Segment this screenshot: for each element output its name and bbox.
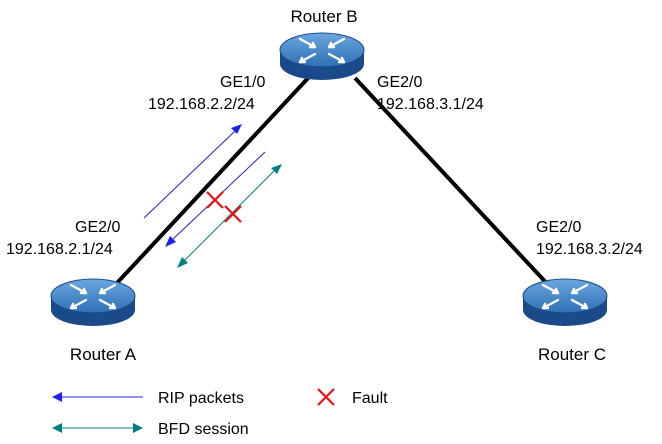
- legend-fault-label: Fault: [352, 390, 388, 407]
- legend-rip-label: RIP packets: [158, 390, 244, 407]
- legend-fault-icon: [317, 388, 335, 406]
- router-b-badge: ROUTER: [310, 85, 333, 91]
- router-b-ge2-port: GE2/0: [377, 74, 422, 91]
- router-c-ge2-ip: 192.168.3.2/24: [536, 241, 643, 258]
- link-a-b: [101, 74, 312, 300]
- legend-bfd-arrow-icon: [52, 423, 143, 433]
- router-b-ge1-port: GE1/0: [220, 74, 265, 91]
- fault-x-icon: [206, 191, 224, 209]
- router-c-ge2-port: GE2/0: [536, 219, 581, 236]
- router-a-label: Router A: [70, 345, 137, 364]
- legend-rip-arrow-icon: [52, 392, 143, 402]
- fault-x-icon: [224, 205, 242, 223]
- router-b-ge1-ip: 192.168.2.2/24: [148, 96, 255, 113]
- legend: RIP packets BFD session Fault: [52, 388, 388, 438]
- router-c-badge: ROUTER: [553, 331, 576, 337]
- link-b-c: [353, 76, 555, 292]
- router-a-icon[interactable]: ROUTER: [49, 277, 137, 337]
- rip-arrow-up: [143, 124, 242, 219]
- router-c-icon[interactable]: ROUTER: [521, 277, 609, 337]
- router-c-label: Router C: [538, 345, 606, 364]
- router-b-label: Router B: [290, 7, 357, 26]
- router-a-badge: ROUTER: [81, 331, 104, 337]
- router-b-icon[interactable]: ROUTER: [278, 31, 366, 91]
- router-a-ge2-port: GE2/0: [75, 219, 120, 236]
- legend-bfd-label: BFD session: [158, 421, 249, 438]
- bfd-session-arrow: [177, 164, 282, 268]
- router-a-ge2-ip: 192.168.2.1/24: [6, 241, 113, 258]
- router-b-ge2-ip: 192.168.3.1/24: [377, 96, 484, 113]
